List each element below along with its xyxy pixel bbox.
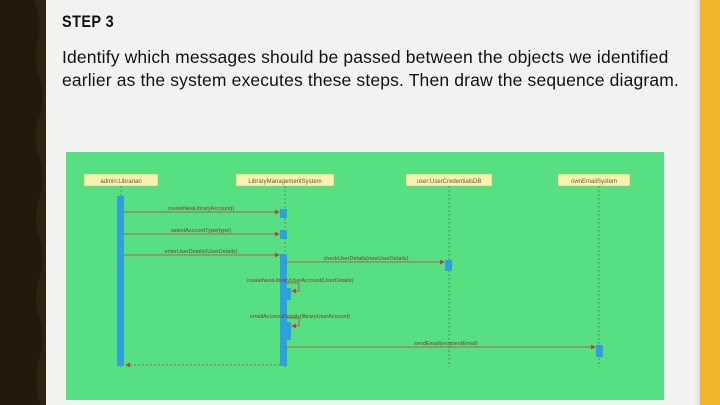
lifeline-label: ownEmailSystem <box>571 179 617 185</box>
lifeline-label: LibraryManagementSystem <box>248 179 321 185</box>
slide-title: STEP 3 <box>62 12 115 31</box>
lifeline-email-system: ownEmailSystem <box>557 173 631 367</box>
message-label: checkUserDetails(newUserDetails) <box>324 256 409 262</box>
activation-userdb <box>445 260 452 271</box>
message-select-account-type: selectAccountType(type) <box>124 228 280 237</box>
message-email-account-details: emailAccountDetails(libraryUserAccount) <box>250 314 350 329</box>
slide-body-text: Identify which messages should be passed… <box>62 47 679 90</box>
lifeline-label: admin:Librarian <box>100 179 141 185</box>
activation-lms-3 <box>280 254 287 366</box>
activation-lms-2 <box>280 230 287 239</box>
activation-lms-1 <box>280 209 287 218</box>
message-send-email: sendEmail(recipientEmail) <box>287 341 596 350</box>
message-label: sendEmail(recipientEmail) <box>414 341 478 347</box>
right-shadow <box>694 0 700 405</box>
sequence-diagram-svg: admin:Librarian LibraryManagementSystem … <box>83 173 631 368</box>
activation-email <box>596 345 603 357</box>
lifeline-user-credentials-db: user:UserCredentialsDB <box>405 173 493 367</box>
left-decorative-band <box>0 0 46 405</box>
message-create-account: createNewLibraryAccount() <box>124 206 280 215</box>
activation-lms-nested-1 <box>286 288 291 300</box>
message-label: selectAccountType(type) <box>171 228 231 234</box>
message-check-user-details: checkUserDetails(newUserDetails) <box>287 256 445 265</box>
lifeline-librarian: admin:Librarian <box>83 173 159 367</box>
lifeline-label: user:UserCredentialsDB <box>417 179 482 185</box>
wavy-edge-decoration <box>0 0 43 405</box>
message-enter-user-details: enterUserDetails(UserDetails) <box>124 249 280 258</box>
message-label: emailAccountDetails(libraryUserAccount) <box>250 314 350 320</box>
activation-librarian <box>117 196 124 366</box>
right-accent-band <box>700 0 720 405</box>
message-label: createNewLibraryAccount() <box>168 206 235 212</box>
activation-lms-nested-2 <box>286 322 291 340</box>
message-label: enterUserDetails(UserDetails) <box>164 249 237 255</box>
message-label: createNewLibraryUserAccount(UserDetails) <box>247 278 354 284</box>
sequence-diagram: admin:Librarian LibraryManagementSystem … <box>66 152 664 400</box>
lifeline-library-management-system: LibraryManagementSystem <box>235 173 335 367</box>
message-create-library-user-account: createNewLibraryUserAccount(UserDetails) <box>247 278 354 294</box>
